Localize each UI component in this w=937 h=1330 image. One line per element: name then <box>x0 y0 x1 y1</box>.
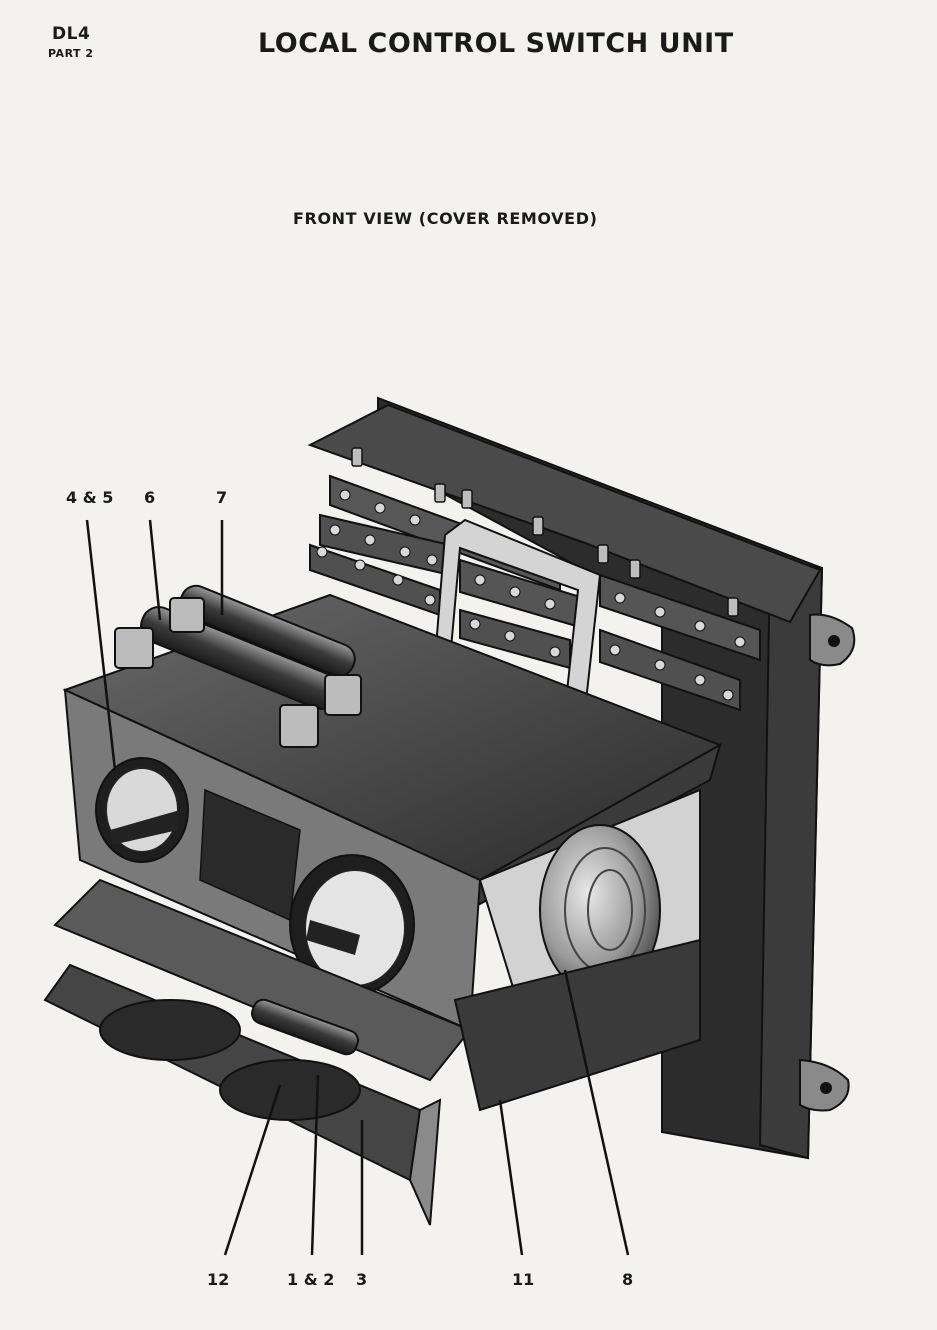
callout-leader-lines <box>85 519 630 1256</box>
callout-4-5: 4 & 5 <box>66 488 114 507</box>
callout-8: 8 <box>622 1270 634 1289</box>
callout-11: 11 <box>512 1270 535 1289</box>
figure-caption: FRONT VIEW (COVER REMOVED) <box>293 209 598 228</box>
lower-deck <box>43 878 472 1226</box>
callout-1-2: 1 & 2 <box>287 1270 335 1289</box>
resistor-tubes <box>114 584 362 748</box>
front-panel <box>63 688 482 1032</box>
document-code: DL4 <box>52 24 91 44</box>
callout-12: 12 <box>207 1270 230 1289</box>
callout-7: 7 <box>216 488 228 507</box>
terminal-strips <box>307 403 822 712</box>
page-title: LOCAL CONTROL SWITCH UNIT <box>258 28 734 59</box>
document-part: PART 2 <box>48 47 94 60</box>
callout-3: 3 <box>356 1270 368 1289</box>
callout-6: 6 <box>144 488 156 507</box>
